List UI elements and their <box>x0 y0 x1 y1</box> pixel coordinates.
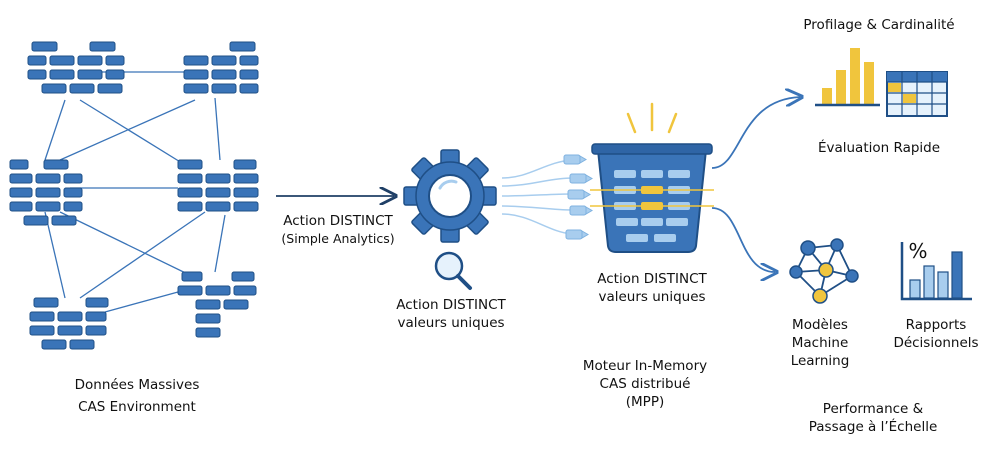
gear-label-line2: valeurs uniques <box>397 315 505 331</box>
engine-label-line2: valeurs uniques <box>598 289 706 305</box>
engine-caption: Moteur In-Memory CAS distribué (MPP) <box>583 357 707 411</box>
sparkle-rays-icon <box>626 102 678 134</box>
data-packets <box>563 154 593 240</box>
flow-arrow-to-profiling <box>711 97 800 169</box>
cluster-mid-left <box>9 159 83 226</box>
cluster-bottom-left <box>29 297 109 350</box>
bar-chart-icon <box>815 48 880 107</box>
cluster-label-line1: Données Massives <box>74 377 200 393</box>
cluster-top-left <box>27 41 125 94</box>
performance-label-line1: Performance & <box>822 401 924 417</box>
performance-label: Performance & Passage à l’Échelle <box>809 400 938 436</box>
action-edge-label-sub: (Simple Analytics) <box>281 231 395 246</box>
reports-label: Rapports Décisionnels <box>893 316 978 352</box>
magnifier-icon <box>434 251 472 290</box>
cluster-label: Données Massives CAS Environment <box>75 374 200 418</box>
engine-label-line1: Action DISTINCT <box>597 271 707 287</box>
engine-label: Action DISTINCT valeurs uniques <box>597 270 707 306</box>
flow-arrow-to-ml <box>711 207 775 272</box>
cluster-connections <box>44 71 226 313</box>
cluster-top-right <box>183 41 259 94</box>
engine-caption-line2: CAS distribué <box>599 376 691 392</box>
reports-chart-icon <box>900 242 972 301</box>
ml-network-icon <box>789 238 859 304</box>
reports-label-line2: Décisionnels <box>893 335 979 351</box>
ml-label-line1: Modèles <box>792 317 848 333</box>
gear-label: Action DISTINCT valeurs uniques <box>396 296 506 332</box>
profiling-caption: Évaluation Rapide <box>817 140 941 156</box>
percent-symbol: % <box>908 239 927 263</box>
cluster-mid-right <box>177 159 259 212</box>
cluster-bottom-right <box>177 271 257 338</box>
data-stream-lines <box>501 159 573 235</box>
reports-label-line1: Rapports <box>905 317 967 333</box>
engine-caption-line1: Moteur In-Memory <box>582 358 708 374</box>
ml-label: Modèles Machine Learning <box>791 316 850 370</box>
action-edge-label-main: Action DISTINCT <box>283 213 393 229</box>
ml-label-line2: Machine <box>791 335 849 351</box>
cluster-label-line2: CAS Environment <box>78 399 196 415</box>
table-grid-icon <box>886 71 948 117</box>
performance-label-line2: Passage à l’Échelle <box>808 419 938 435</box>
action-edge-label: Action DISTINCT (Simple Analytics) <box>281 212 394 248</box>
engine-caption-line3: (MPP) <box>625 394 665 410</box>
profiling-title: Profilage & Cardinalité <box>803 17 955 33</box>
gear-label-line1: Action DISTINCT <box>396 297 506 313</box>
engine-bucket-icon <box>590 143 714 253</box>
ml-label-line3: Learning <box>790 353 850 369</box>
gear-icon <box>403 149 497 243</box>
